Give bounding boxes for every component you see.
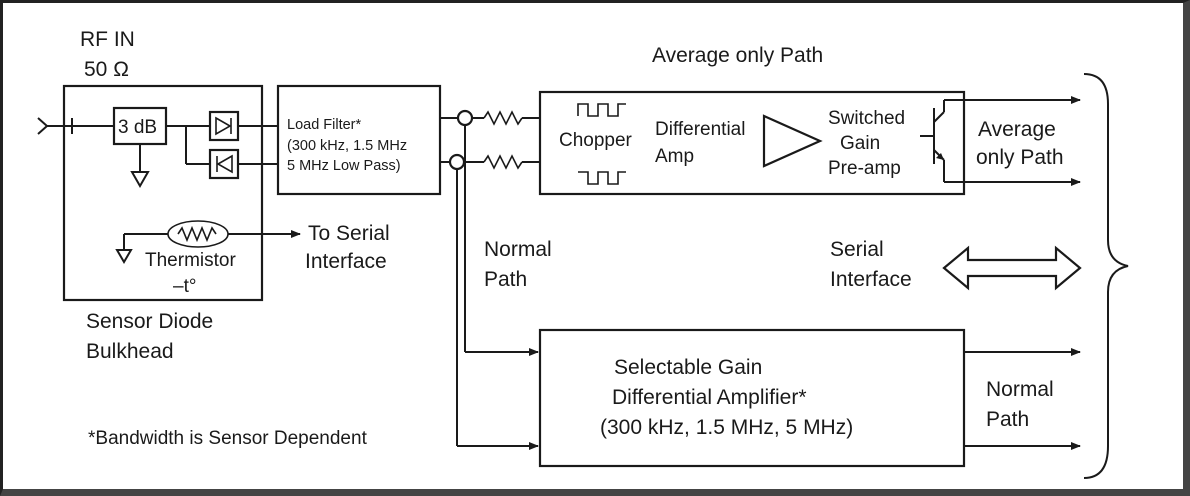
thermistor-icon <box>167 220 229 248</box>
serial-interface-label-2: Interface <box>830 268 912 291</box>
load-filter-box <box>276 84 442 196</box>
serial-interface-label-1: Serial <box>830 238 884 261</box>
resistor-bottom-icon <box>464 154 540 170</box>
amplifier-triangle-icon <box>762 114 823 168</box>
selectable-gain-label: Selectable Gain <box>614 356 762 379</box>
chopper-label: Chopper <box>559 130 633 151</box>
normal-output-label-1: Normal <box>986 378 1054 401</box>
rf-connector-icon <box>37 117 114 135</box>
chopper-wave-bottom-icon <box>578 171 626 185</box>
preamp-label-3: Pre-amp <box>828 158 901 179</box>
amplifier-bandwidth-label: (300 kHz, 1.5 MHz, 5 MHz) <box>600 416 853 439</box>
load-filter-spec-2: 5 MHz Low Pass) <box>287 158 401 174</box>
diode-reverse-icon <box>208 148 240 180</box>
sensor-diode-bulkhead-box <box>62 84 264 302</box>
rf-in-label: RF IN <box>80 28 135 51</box>
thermistor-label: Thermistor <box>145 250 236 271</box>
bidirectional-arrow-icon <box>942 245 1082 291</box>
diode-forward-icon <box>208 110 240 142</box>
preamp-label-2: Gain <box>840 133 880 154</box>
to-serial-label: To Serial <box>308 222 390 245</box>
footnote: *Bandwidth is Sensor Dependent <box>88 428 368 449</box>
sensor-diode-caption: Sensor Diode <box>86 310 213 333</box>
diff-amp-label: Differential <box>655 119 745 140</box>
average-output-label-2: only Path <box>976 146 1064 169</box>
load-filter-spec-1: (300 kHz, 1.5 MHz <box>287 138 407 154</box>
bulkhead-caption: Bulkhead <box>86 340 174 363</box>
ground-icon <box>130 144 150 189</box>
selectable-gain-amplifier-box <box>538 328 966 468</box>
preamp-label-1: Switched <box>828 108 905 129</box>
resistor-top-icon <box>472 110 540 126</box>
rf-impedance-label: 50 Ω <box>84 58 129 81</box>
normal-path-label-2: Path <box>484 268 527 291</box>
chopper-wave-top-icon <box>577 103 626 117</box>
average-output-label-1: Average <box>978 118 1056 141</box>
attenuator-label: 3 dB <box>118 117 157 138</box>
average-path-title: Average only Path <box>652 44 823 67</box>
normal-output-label-2: Path <box>986 408 1029 431</box>
temperature-symbol: –t° <box>173 276 196 297</box>
output-brace-icon <box>1083 73 1129 479</box>
to-serial-interface-label: Interface <box>305 250 387 273</box>
node-bottom <box>448 153 466 171</box>
normal-path-label-1: Normal <box>484 238 552 261</box>
differential-amplifier-label: Differential Amplifier* <box>612 386 807 409</box>
load-filter-title: Load Filter* <box>287 117 362 133</box>
node-top <box>456 109 474 127</box>
average-path-box <box>538 90 966 196</box>
transistor-switch-icon <box>920 99 964 183</box>
diff-amp-label-2: Amp <box>655 146 694 167</box>
thermistor-ground-icon <box>115 234 133 264</box>
